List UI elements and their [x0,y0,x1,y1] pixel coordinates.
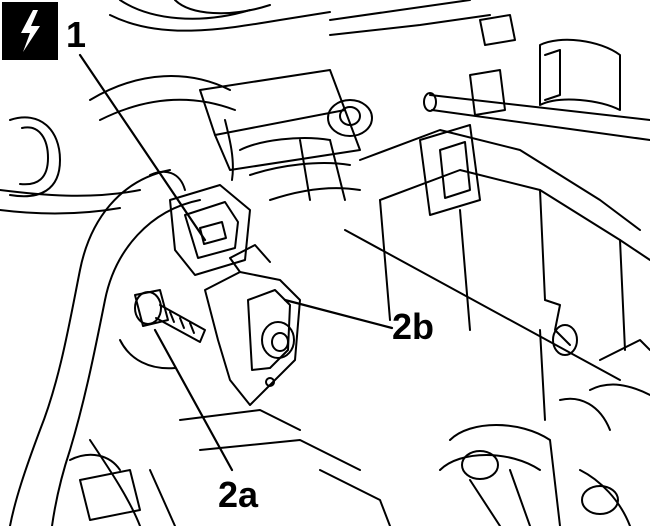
callout-1: 1 [66,14,87,55]
leader-lines [78,53,394,472]
callout-2b: 2b [392,306,435,347]
lightning-bolt-icon [21,10,40,52]
leader-line-2a [153,328,234,472]
top-right-pipes [423,14,650,141]
warning-badge [2,2,58,60]
sensor-connector [149,170,251,276]
mounting-bolt [134,289,206,343]
leader-line-1 [78,53,207,242]
upper-hoses [89,0,491,121]
lower-left-parts [69,409,391,526]
wiring-loom [9,169,201,526]
intake-manifold [344,124,650,381]
callout-2a: 2a [218,474,259,515]
left-hose [0,116,141,215]
injector-rail [199,69,373,201]
sensor-bracket [204,244,301,406]
leader-line-2b [283,298,394,330]
lower-right-hoses [439,299,650,526]
